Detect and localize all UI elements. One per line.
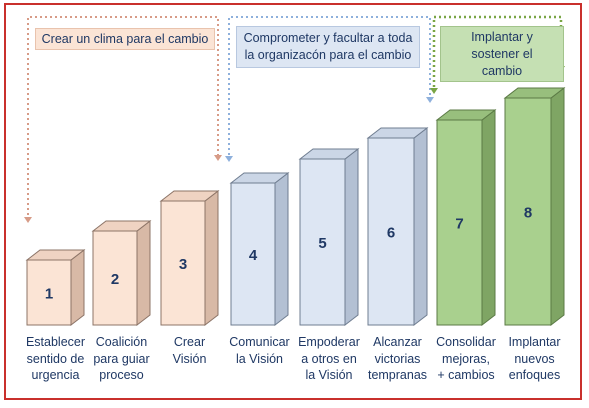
step-label-8: Implantar nuevos enfoques [496,334,574,384]
phase-climate-arrowhead-left [24,217,32,223]
phase-engage-arrowhead-left [225,156,233,162]
step-number-1: 1 [45,286,53,303]
phase-box-climate: Crear un clima para el cambio [35,28,215,50]
step-bar-front-7 [436,119,483,326]
step-label-7-line-1: Consolidar [436,335,496,349]
kotter-steps-diagram: 1 2 3 4 5 6 7 8 [24,15,566,327]
step-label-3-line-2: Visión [172,351,207,366]
step-number-5: 5 [318,235,326,252]
step-label-1-line-1: Establecer [25,335,86,349]
step-bar-front-3 [160,200,206,326]
step-bar-2: 2 [91,219,152,327]
step-label-5-line-3: la Visión [305,368,353,382]
step-bars: 1 2 3 4 5 6 7 8 [25,86,566,327]
phase-label-implement-line-2: sostener el [471,46,533,61]
step-number-2: 2 [111,271,119,288]
phase-box-implement: Implantar y sostener el cambio [440,26,564,82]
step-label-4-line-2: la Visión [235,351,284,366]
step-number-7: 7 [455,216,463,233]
step-label-1-line-3: urgencia [31,368,80,382]
phase-label-engage-line-1: Comprometer y facultar a toda [243,31,413,45]
phase-label-engage-line-2: la organizacón para el cambio [244,48,412,62]
phase-box-engage: Comprometer y facultar a toda la organiz… [236,26,420,68]
step-bar-1: 1 [25,248,86,327]
diagram-frame: 1 2 3 4 5 6 7 8 Crear un clima para el cambio C… [4,3,582,400]
step-label-6-line-3: tempranas [367,368,428,382]
step-label-7-line-2: mejoras, [442,351,490,366]
step-bar-7: 7 [435,108,497,327]
phase-label-climate: Crear un clima para el cambio [41,31,209,46]
phase-climate-arrow [27,16,219,215]
step-bar-side-5 [344,147,359,327]
step-bar-front-8 [504,97,552,326]
step-label-2: Coalición para guiar proceso [83,334,161,384]
step-bar-3: 3 [159,189,220,327]
step-bar-front-2 [92,230,138,326]
step-label-5: Empoderar a otros en la Visión [290,334,368,384]
phase-engage-arrowhead-right [426,97,434,103]
step-bar-8: 8 [503,86,566,327]
step-number-8: 8 [524,205,532,222]
step-bar-side-6 [413,126,428,327]
step-bar-side-3 [204,189,219,327]
phase-label-implement-line-1: Implantar y [471,29,533,44]
step-bar-6: 6 [366,126,429,327]
step-label-1-line-2: sentido de [26,351,85,366]
step-number-6: 6 [387,225,395,242]
step-label-4-line-1: Comunicar [229,335,290,349]
step-number-4: 4 [249,247,258,264]
step-label-2-line-1: Coalición [95,335,148,349]
step-label-5-line-2: a otros en [301,351,357,366]
step-bar-side-2 [136,219,151,327]
phase-implement-arrowhead-left [430,88,438,94]
step-label-2-line-3: proceso [99,368,144,382]
step-label-7: Consolidar mejoras, + cambios [427,334,505,384]
step-bar-4: 4 [229,171,290,327]
step-label-4: Comunicar la Visión [221,334,299,367]
step-bar-side-1 [70,248,85,327]
step-label-8-line-3: enfoques [508,368,561,382]
step-label-2-line-2: para guiar [93,351,150,366]
step-label-8-line-1: Implantar [508,335,561,349]
step-bar-front-5 [299,158,346,326]
phase-label-implement-line-3: cambio [481,63,523,78]
step-bar-side-7 [481,108,496,327]
step-label-8-line-2: nuevos [514,351,555,366]
step-bar-front-4 [230,182,276,326]
step-bar-front-1 [26,259,72,326]
step-label-6-line-1: Alcanzar [373,335,422,349]
step-bar-side-4 [274,171,289,327]
step-label-5-line-1: Empoderar [298,335,360,349]
step-label-6-line-2: victorias [374,351,421,366]
step-label-6: Alcanzar victorias tempranas [359,334,437,384]
step-bar-side-8 [550,86,565,327]
step-bar-5: 5 [298,147,360,327]
phase-climate-arrowhead-right [214,155,222,161]
step-bar-front-6 [367,137,415,326]
step-label-7-line-3: + cambios [437,368,495,382]
step-label-3-line-1: Crear [173,335,206,349]
step-label-1: Establecer sentido de urgencia [17,334,95,384]
step-number-3: 3 [179,256,187,273]
